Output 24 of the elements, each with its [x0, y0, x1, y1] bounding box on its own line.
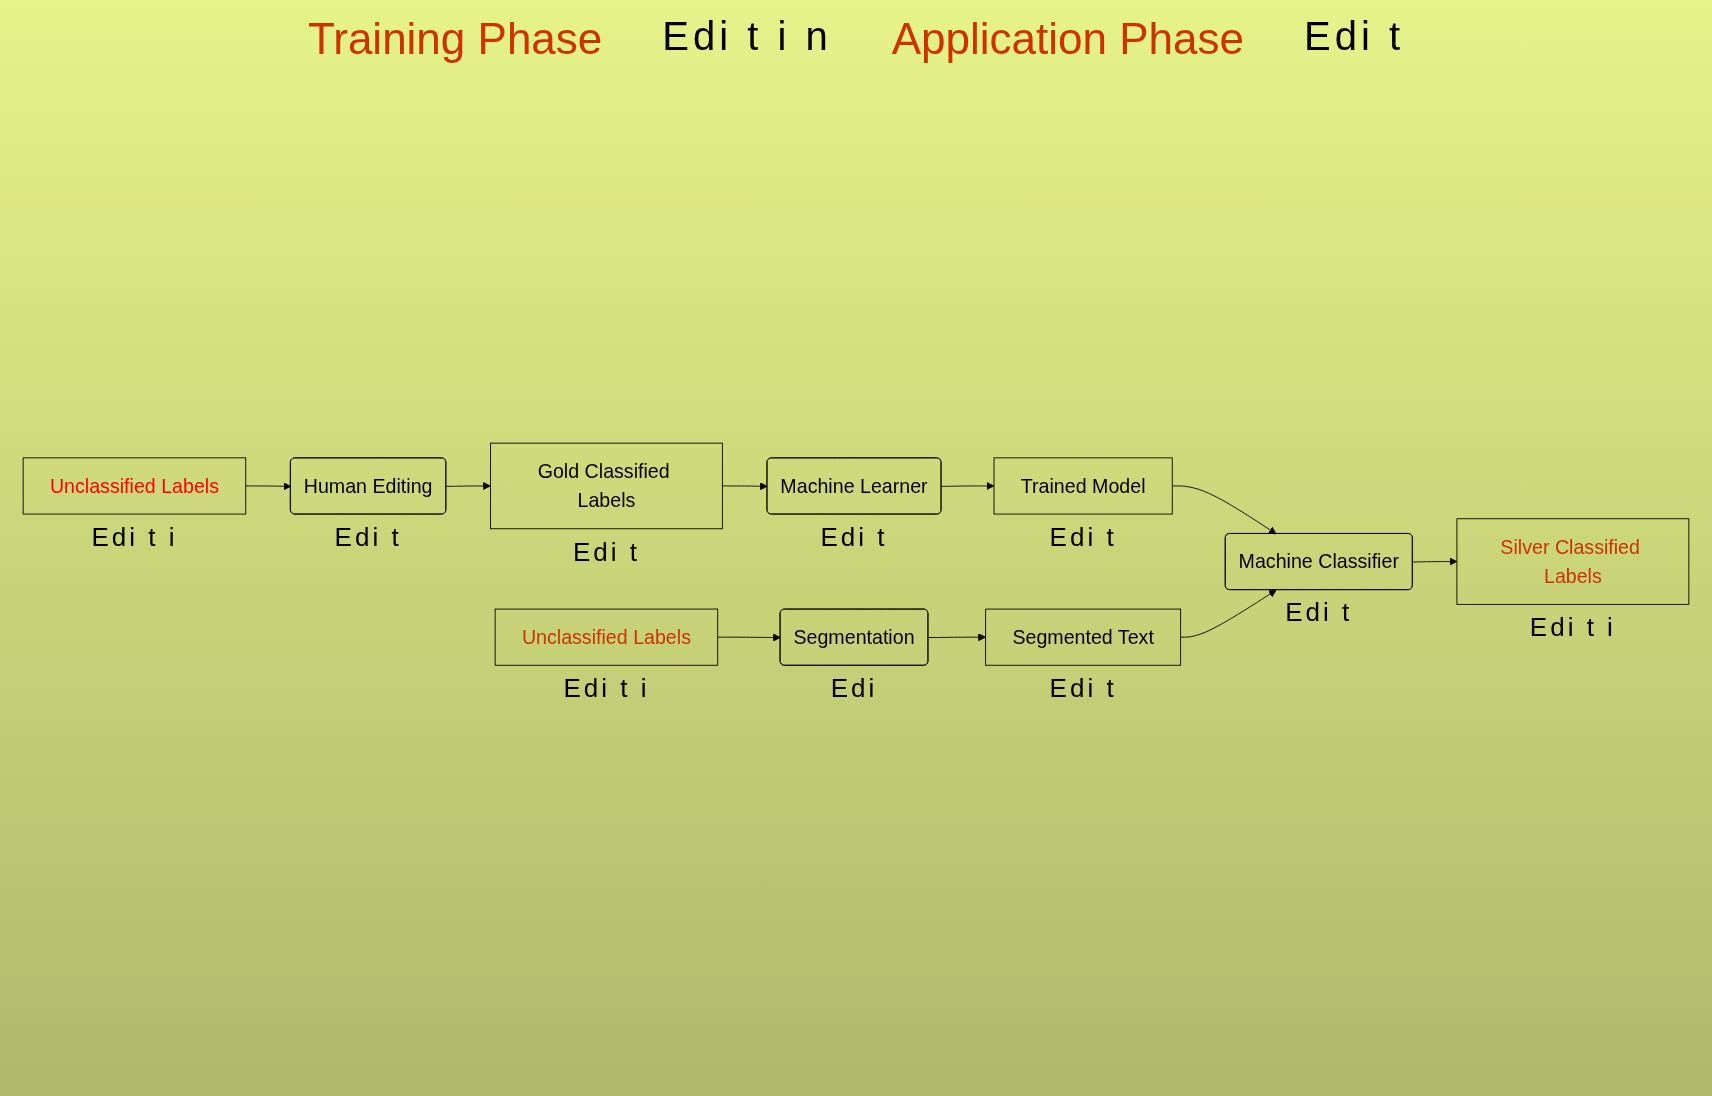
node-box: Trained Model	[993, 457, 1173, 515]
note-text: Edi t i	[1529, 612, 1616, 644]
node-box: Unclassified Labels	[22, 457, 247, 515]
note-text: Edi t	[1303, 14, 1404, 60]
note-text: Edi t	[820, 521, 888, 553]
node-text: Machine Classifier	[1238, 550, 1399, 573]
note-text: Edi	[830, 673, 878, 705]
note-text: Edi t	[572, 536, 640, 568]
node-box: Unclassified Labels	[494, 608, 719, 666]
note-text: Edi t	[334, 521, 402, 553]
note-text: Edi t	[1049, 521, 1117, 553]
note-text: Edi t i	[91, 521, 178, 553]
phase-heading: Application Phase	[891, 14, 1244, 64]
node-box: Gold Classified Labels	[490, 442, 723, 529]
node-text: Machine Learner	[780, 474, 928, 497]
note-text: Edi t	[1285, 597, 1353, 629]
note-text: Edi t i n	[662, 14, 832, 60]
node-box: Segmented Text	[985, 608, 1182, 666]
node-text: Segmentation	[793, 625, 915, 649]
note-text: Edi t	[1049, 673, 1117, 705]
node-box: Silver Classified Labels	[1456, 518, 1690, 605]
note-text: Edi t i	[563, 673, 650, 705]
phase-heading: Training Phase	[308, 14, 603, 64]
node-text: Human Editing	[303, 474, 433, 497]
